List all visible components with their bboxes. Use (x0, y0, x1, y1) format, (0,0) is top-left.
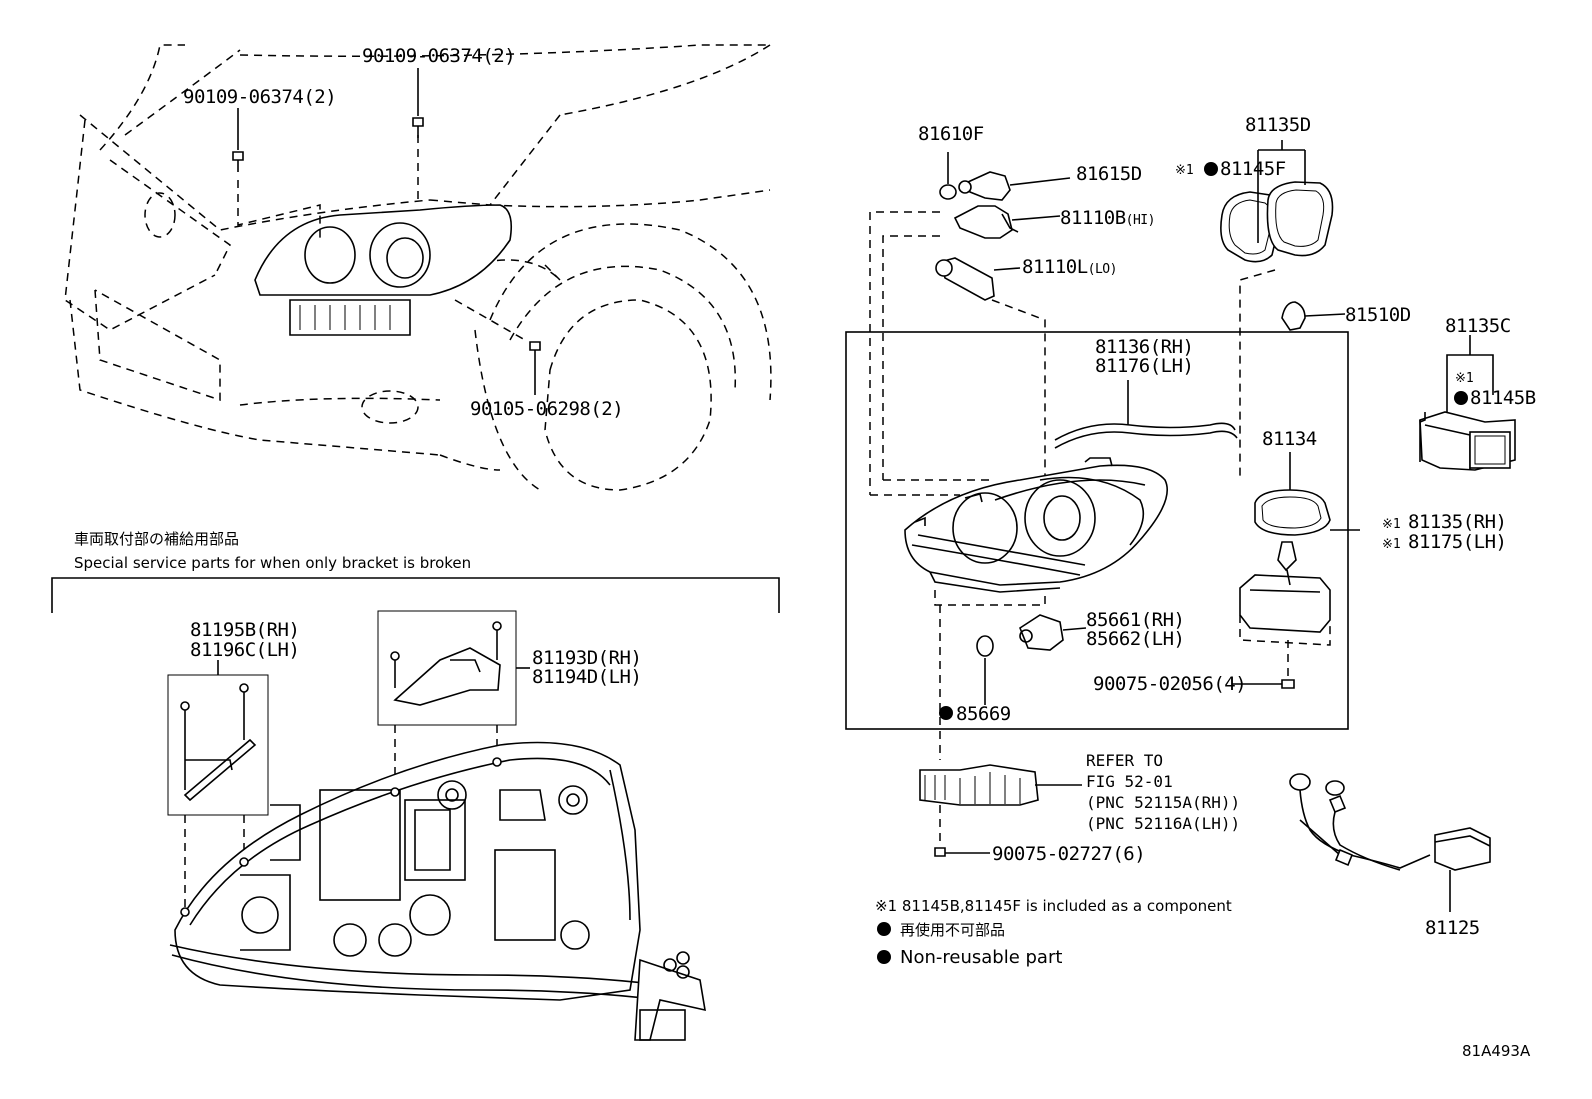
label-85662: 85662(LH) (1086, 628, 1184, 650)
headlamp-rear-view (169, 741, 706, 1041)
label-90109-06374-left: 90109-06374(2) (183, 86, 336, 108)
figure-code: 81A493A (1462, 1042, 1531, 1060)
label-81135d: 81135D (1245, 114, 1311, 136)
label-81196c: 81196C(LH) (190, 639, 299, 661)
bulb-85661 (976, 614, 1087, 705)
bracket-section-title-jp: 車両取付部の補給用部品 (74, 530, 239, 548)
screw-90075-02056 (1232, 679, 1295, 689)
label-81195b: 81195B(RH) (190, 619, 299, 641)
legend-dot-jp (877, 922, 891, 936)
label-81145f-mark: ※1 (1175, 163, 1194, 178)
label-85661: 85661(RH) (1086, 609, 1184, 631)
label-81110l: 81110L(LO) (1022, 256, 1117, 278)
refer-line1: REFER TO (1086, 751, 1163, 770)
label-81145f: 81145F (1220, 158, 1286, 180)
ballast-81135 (1239, 529, 1360, 680)
refer-line4: (PNC 52116A(LH)) (1086, 814, 1240, 833)
non-reusable-dot-81145b (1454, 391, 1468, 405)
bulb-group (869, 152, 1071, 496)
non-reusable-dot-81145f (1204, 162, 1218, 176)
label-81175: 81175(LH) (1408, 531, 1506, 553)
refer-line3: (PNC 52115A(RH)) (1086, 793, 1240, 812)
legend-non-reusable-jp: 再使用不可部品 (900, 921, 1005, 939)
bracket-refer-fig (919, 764, 1082, 857)
non-reusable-dot-85669 (939, 706, 953, 720)
label-90075-02727: 90075-02727(6) (992, 843, 1145, 865)
label-81110b-code: 81110B (1060, 207, 1126, 229)
label-81176: 81176(LH) (1095, 355, 1193, 377)
label-81615d: 81615D (1076, 163, 1142, 185)
label-85669: 85669 (956, 703, 1011, 725)
label-81135: 81135(RH) (1408, 511, 1506, 533)
cover-81135c-group (1419, 335, 1516, 471)
label-81135-mark: ※1 (1382, 517, 1401, 532)
label-81110b-suffix: (HI) (1126, 213, 1155, 228)
label-81125: 81125 (1425, 917, 1480, 939)
label-81194d: 81194D(LH) (532, 666, 641, 688)
label-90075-02056: 90075-02056(4) (1093, 673, 1246, 695)
bracket-section-frame (51, 577, 780, 613)
label-81136: 81136(RH) (1095, 336, 1193, 358)
note-component: ※1 81145B,81145F is included as a compon… (875, 897, 1232, 915)
label-81610f: 81610F (918, 123, 984, 145)
label-81135c: 81135C (1445, 315, 1511, 337)
label-81110l-suffix: (LO) (1088, 262, 1117, 277)
refer-line2: FIG 52-01 (1086, 772, 1173, 791)
headlamp-assembly (904, 457, 1169, 760)
bracket-81195b-group (167, 660, 269, 910)
wire-harness-81125 (1289, 773, 1491, 912)
label-81110b: 81110B(HI) (1060, 207, 1155, 229)
label-90109-06374-right: 90109-06374(2) (362, 45, 515, 67)
bracket-81193d-group (377, 610, 530, 790)
bracket-section-title-en: Special service parts for when only brac… (74, 554, 471, 572)
car-front-illustration (64, 44, 772, 491)
label-81510d: 81510D (1345, 304, 1411, 326)
bulb-81510d (1281, 301, 1346, 331)
gasket-81136 (1054, 380, 1238, 449)
label-81110l-code: 81110L (1022, 256, 1088, 278)
label-81145b: 81145B (1470, 387, 1536, 409)
legend-non-reusable-en: Non-reusable part (900, 947, 1062, 968)
label-90105-06298: 90105-06298(2) (470, 398, 623, 420)
seal-81134 (1254, 452, 1331, 536)
label-81145b-mark: ※1 (1455, 371, 1474, 386)
label-81175-mark: ※1 (1382, 537, 1401, 552)
label-81193d: 81193D(RH) (532, 647, 641, 669)
label-81134: 81134 (1262, 428, 1317, 450)
cover-81135d-group (1220, 140, 1334, 480)
legend-dot-en (877, 950, 891, 964)
